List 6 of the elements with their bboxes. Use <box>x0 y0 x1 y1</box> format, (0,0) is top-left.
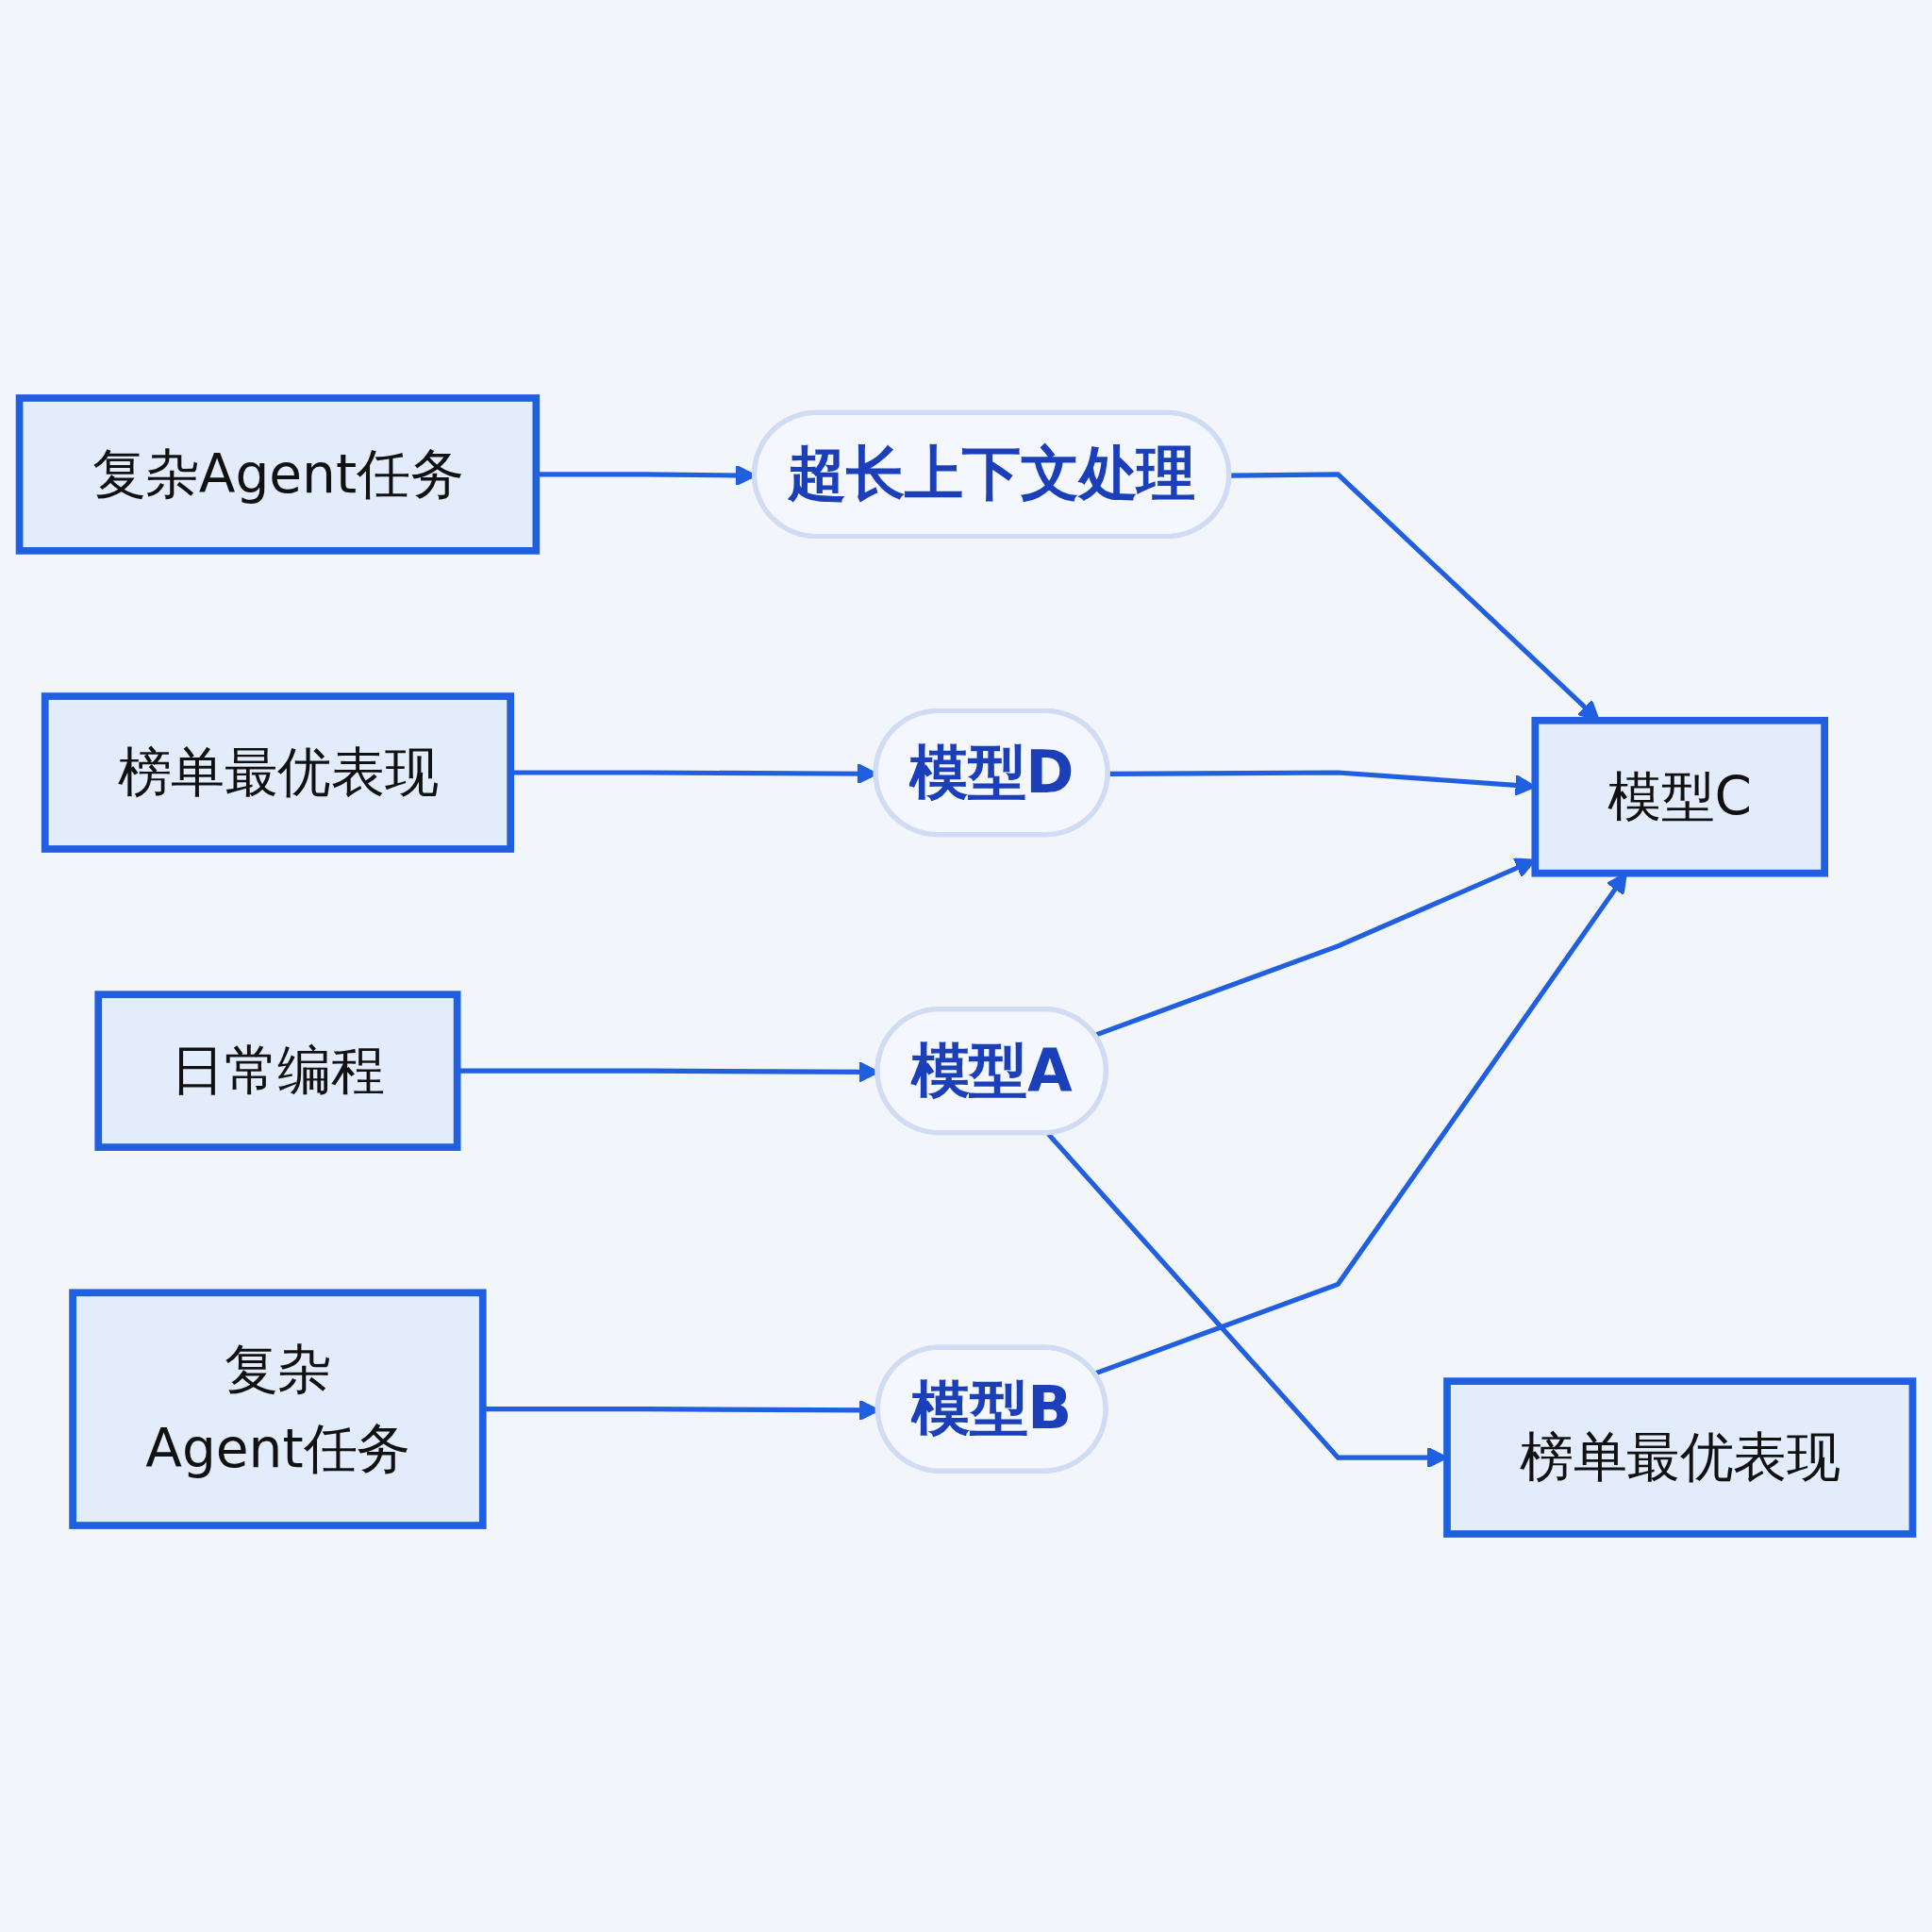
node-box: 复杂Agent任务 <box>15 394 541 555</box>
node-box: 榜单最优表现 <box>41 692 515 853</box>
node-box: 复杂 Agent任务 <box>69 1289 487 1529</box>
node-box: 榜单最优表现 <box>1443 1377 1917 1538</box>
node-box: 日常编程 <box>94 991 461 1151</box>
node-box: 模型C <box>1531 716 1828 877</box>
